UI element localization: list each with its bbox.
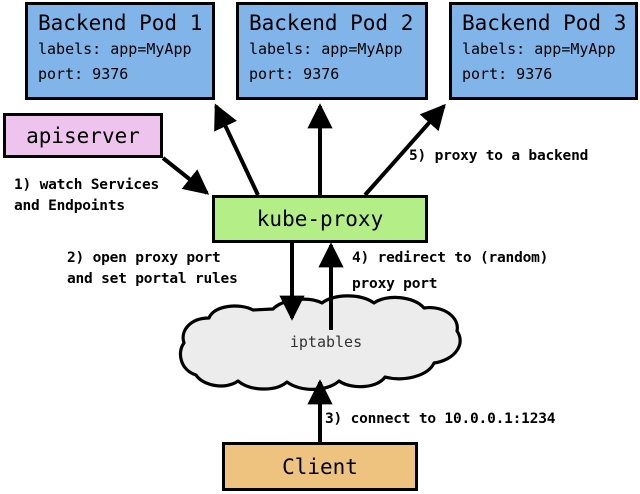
apiserver-box[interactable]: apiserver: [3, 113, 163, 158]
step-1-line-2: and Endpoints: [14, 198, 125, 214]
client-box[interactable]: Client: [222, 442, 418, 491]
arrow-kubeproxy-to-pod3: [363, 103, 446, 197]
step-4-line-2: proxy port: [352, 276, 438, 292]
backend-pod-3-labels: labels: app=MyApp: [462, 40, 616, 58]
step-1-line-1: 1) watch Services: [14, 177, 160, 193]
backend-pod-1-box[interactable]: Backend Pod 1 labels: app=MyApp port: 93…: [25, 2, 215, 100]
iptables-label: iptables: [289, 333, 363, 351]
backend-pod-3-title: Backend Pod 3: [462, 11, 627, 35]
backend-pod-3-port: port: 9376: [462, 65, 553, 83]
backend-pod-1-title: Backend Pod 1: [38, 11, 203, 35]
apiserver-label: apiserver: [26, 123, 140, 148]
step-3-line-1: 3) connect to 10.0.0.1:1234: [325, 411, 556, 427]
client-label: Client: [282, 454, 358, 479]
iptables-cloud: [178, 294, 462, 391]
kube-proxy-label: kube-proxy: [256, 207, 384, 231]
kube-proxy-box[interactable]: kube-proxy: [212, 195, 428, 243]
backend-pod-2-box[interactable]: Backend Pod 2 labels: app=MyApp port: 93…: [236, 2, 428, 100]
backend-pod-3-box[interactable]: Backend Pod 3 labels: app=MyApp port: 93…: [449, 2, 638, 100]
step-4-line-1: 4) redirect to (random): [352, 250, 549, 266]
backend-pod-2-labels: labels: app=MyApp: [249, 40, 403, 58]
arrow-kubeproxy-to-pod1: [214, 103, 260, 196]
step-2-line-1: 2) open proxy port: [67, 250, 221, 266]
backend-pod-2-title: Backend Pod 2: [249, 11, 414, 35]
step-5-line-1: 5) proxy to a backend: [409, 148, 589, 164]
backend-pod-1-port: port: 9376: [38, 65, 129, 83]
backend-pod-1-labels: labels: app=MyApp: [38, 40, 192, 58]
backend-pod-2-port: port: 9376: [249, 65, 340, 83]
arrow-apiserver-to-kubeproxy: [161, 156, 210, 195]
step-2-line-2: and set portal rules: [67, 271, 238, 287]
